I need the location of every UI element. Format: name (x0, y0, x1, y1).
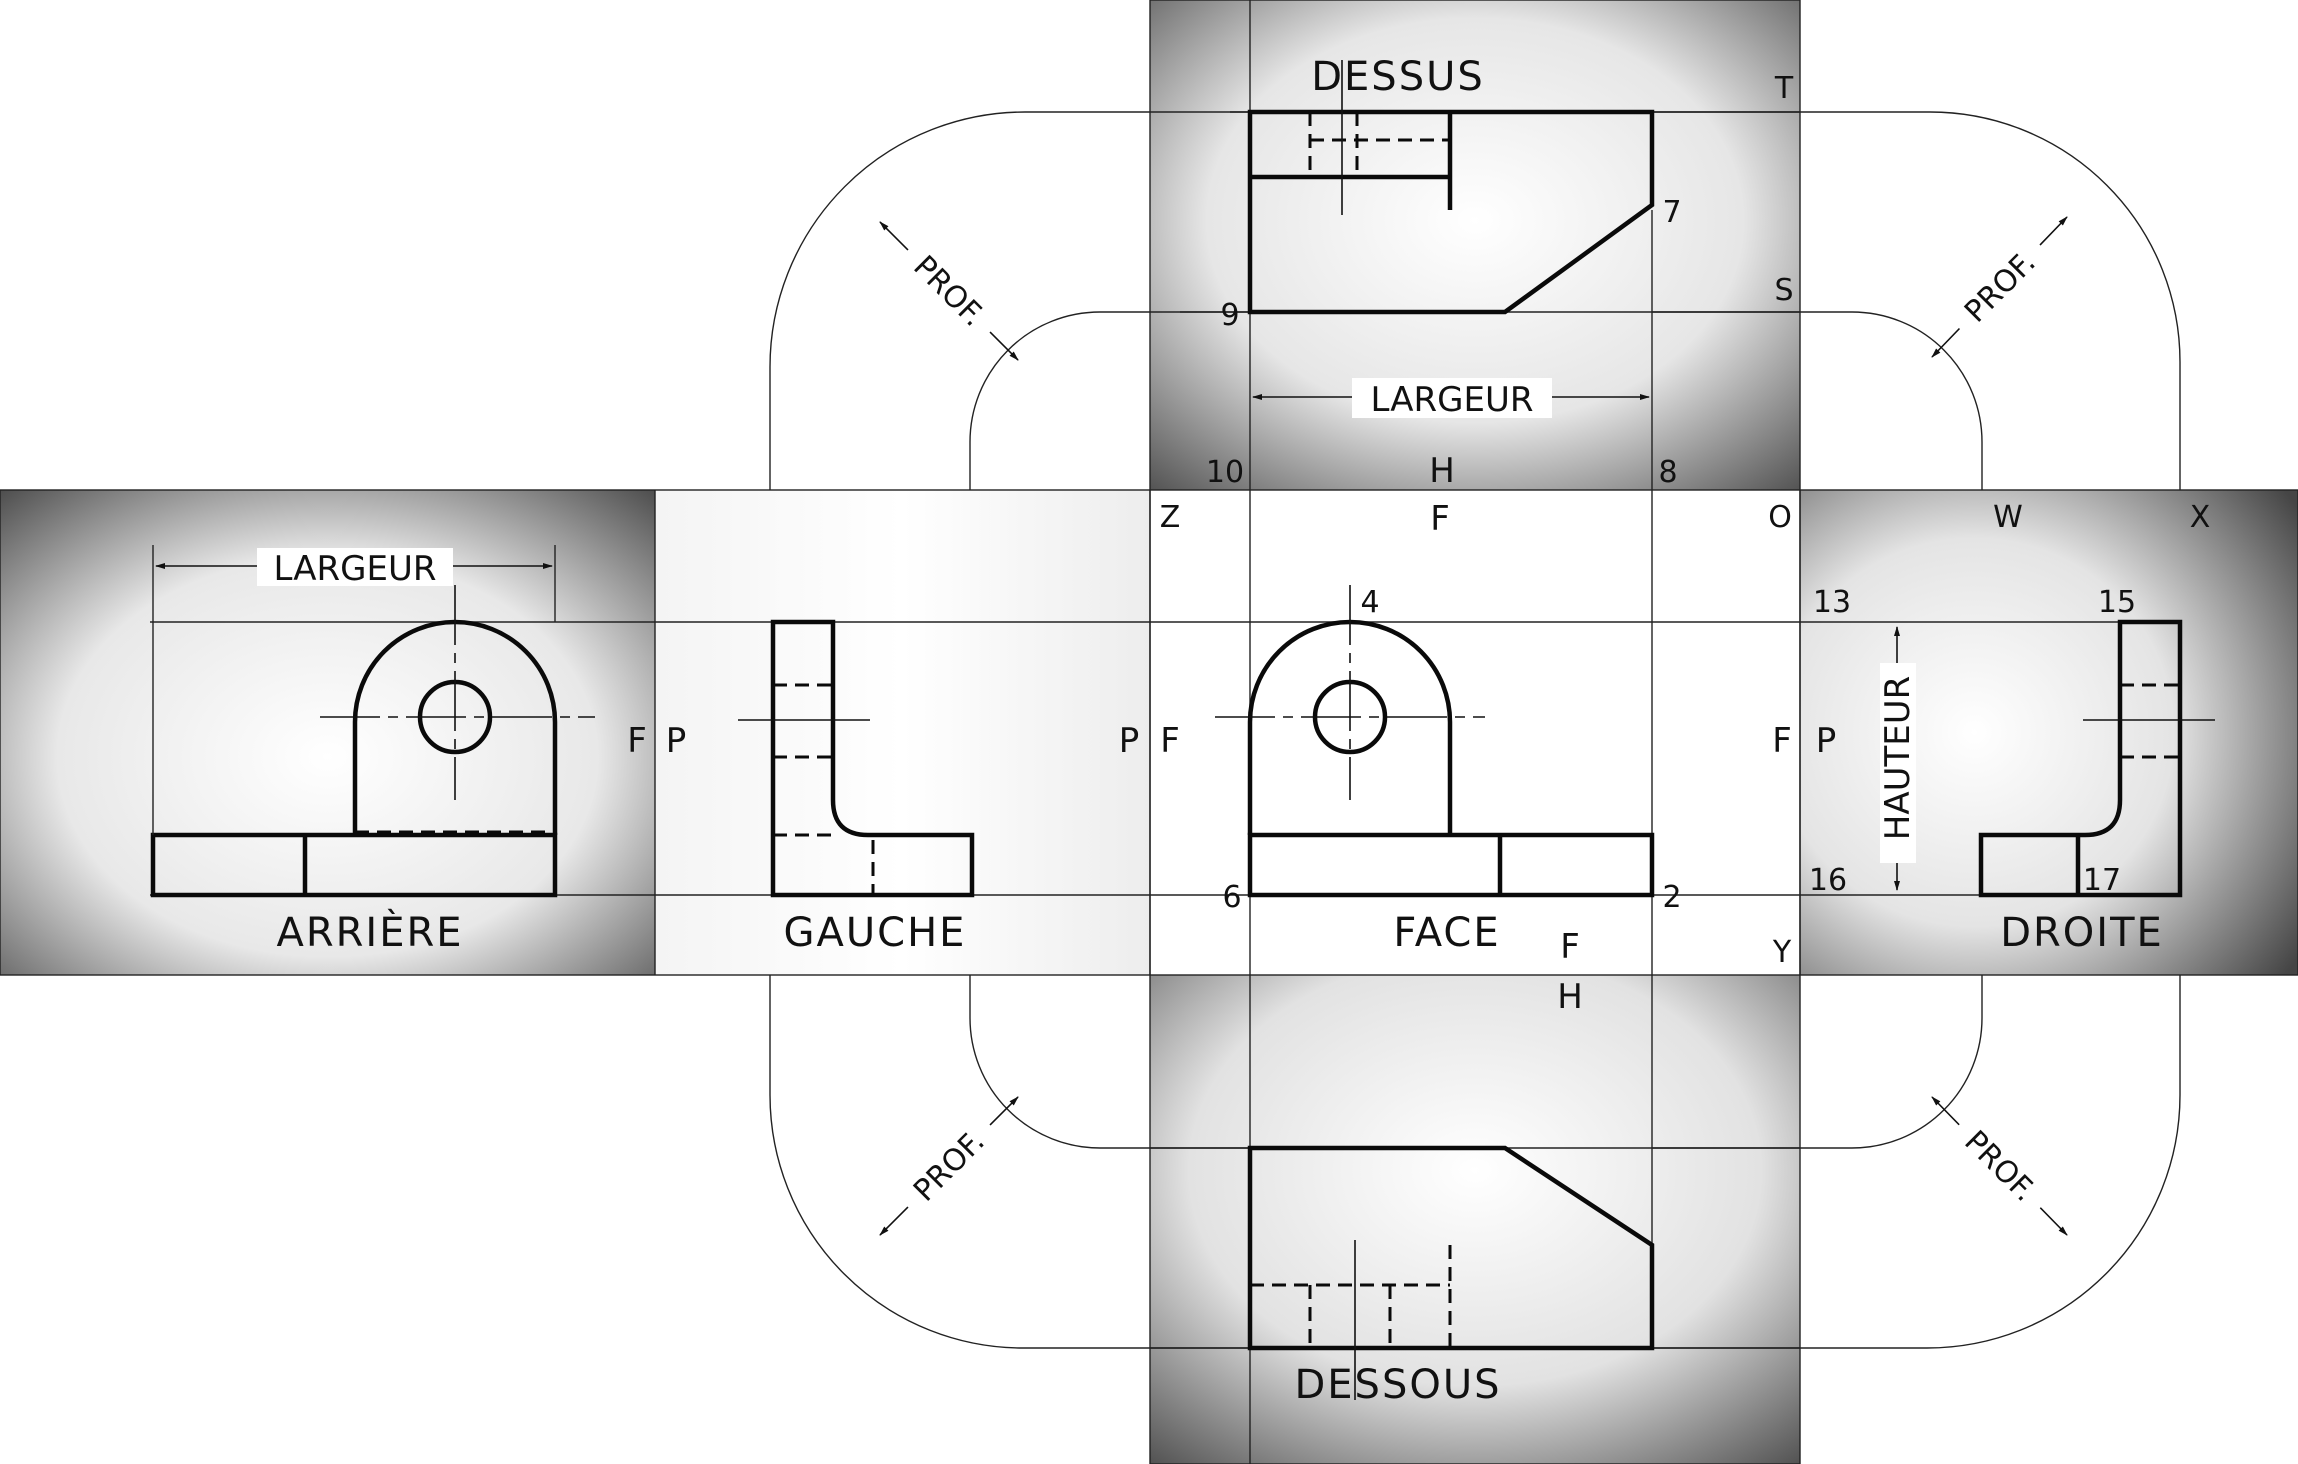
point-T: T (1774, 71, 1794, 106)
fold-p-front: P (1119, 721, 1140, 761)
left-view (738, 619, 975, 898)
panel-front (1150, 490, 1800, 975)
label-right-view: DROITE (2000, 910, 2164, 956)
back-view (150, 545, 595, 898)
bottom-view (1247, 1145, 1655, 1400)
label-width-back: LARGEUR (274, 549, 437, 589)
fold-h-bottom: H (1557, 977, 1583, 1017)
label-top-view: DESSUS (1311, 54, 1485, 100)
point-6: 6 (1222, 880, 1241, 915)
panel-right (1800, 490, 2298, 975)
fold-f-right: F (1772, 721, 1792, 761)
fold-f-back: F (627, 721, 647, 761)
label-front-view: FACE (1393, 910, 1500, 956)
fold-f-front: F (1160, 721, 1180, 761)
point-7: 7 (1662, 195, 1681, 230)
point-S: S (1774, 273, 1793, 308)
label-bottom-view: DESSOUS (1294, 1362, 1501, 1408)
point-O: O (1768, 500, 1792, 535)
front-view (1215, 585, 1655, 898)
point-Z: Z (1160, 500, 1181, 535)
label-height: HAUTEUR (1878, 676, 1918, 840)
point-15: 15 (2098, 585, 2136, 620)
panel-left (655, 490, 1150, 975)
point-13: 13 (1813, 585, 1851, 620)
point-9: 9 (1220, 298, 1239, 333)
top-view (1247, 60, 1655, 315)
point-4: 4 (1360, 585, 1379, 620)
fold-p-right: P (1816, 721, 1837, 761)
point-labels: T S Z O W X Y 7 9 10 8 4 13 15 6 2 16 17 (1160, 71, 2211, 970)
fold-line-letters: H F F H F P P F F P (627, 451, 1836, 1017)
point-8: 8 (1658, 455, 1677, 490)
fold-h-top: H (1429, 451, 1455, 491)
point-10: 10 (1206, 455, 1244, 490)
label-back-view: ARRIÈRE (276, 908, 463, 956)
panel-bottom (1150, 975, 1800, 1464)
label-width-top: LARGEUR (1371, 380, 1534, 420)
point-X: X (2190, 500, 2211, 535)
label-left-view: GAUCHE (784, 910, 967, 956)
point-W: W (1993, 500, 2023, 535)
view-labels: DESSUS DESSOUS FACE ARRIÈRE GAUCHE DROIT… (276, 54, 2164, 1408)
point-2: 2 (1662, 880, 1681, 915)
point-Y: Y (1772, 935, 1792, 970)
point-16: 16 (1809, 863, 1847, 898)
fold-f-bottom: F (1560, 927, 1580, 967)
fold-p-back: P (666, 721, 687, 761)
point-17: 17 (2083, 863, 2121, 898)
fold-f-top: F (1430, 499, 1450, 539)
